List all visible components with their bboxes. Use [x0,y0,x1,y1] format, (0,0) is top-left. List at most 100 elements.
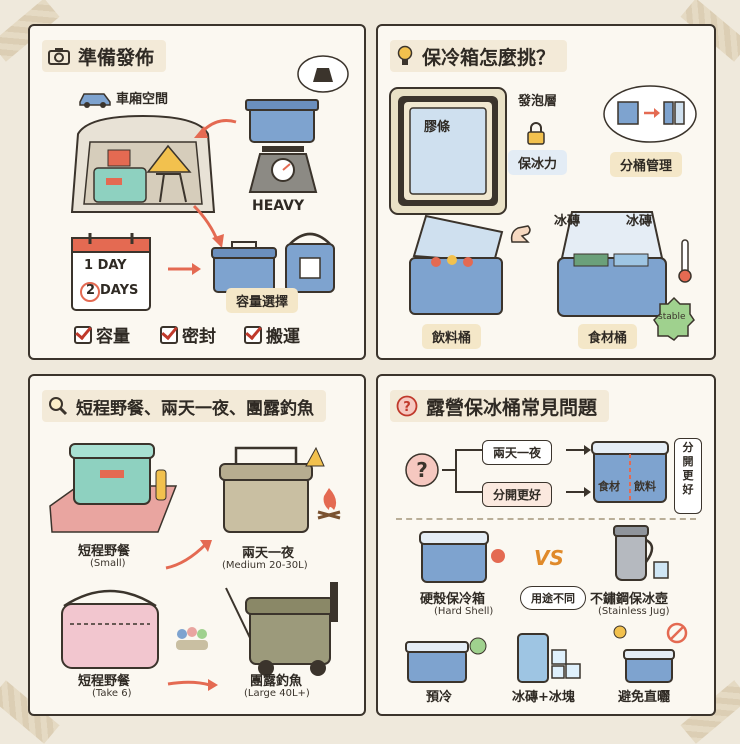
ice-pack-illustration [517,633,581,683]
case-1-name: 短程野餐 [78,544,131,559]
large-cooler-illustration [225,582,338,676]
side-note-label: 分開更好 [682,441,694,496]
panel-preparation: 準備發佈 車廂空間 HEAVY 1 DAY 2 DAYS 容量選擇 容量 密封 … [28,24,366,360]
case-2-name: 兩天一夜 [242,546,295,561]
branch-lines [442,449,482,493]
ice-label-2: 冰磚 [626,214,653,229]
svg-text:?: ? [403,400,411,415]
check-label: 搬運 [266,327,300,347]
campfire-icon [317,488,341,520]
checkbox-seal: 密封 [160,322,216,347]
food-label: 食材桶 [578,324,638,349]
split-label: 分桶管理 [610,152,683,177]
case-4-size: (Large 40L+) [244,688,310,699]
drinks-label: 飲料桶 [422,324,482,349]
calendar-number: 2 [86,283,96,298]
insulation-label: 保冰力 [508,150,568,175]
tip-precool: 預冷 [426,690,453,705]
question-mark-icon: ? [405,453,439,487]
calendar-line-2: DAYS [100,283,139,298]
calendar-icon [71,233,151,311]
arrow-icon [167,679,218,691]
case-3-size: (Take 6) [92,688,132,699]
case-2-size: (Medium 20-30L) [222,560,308,571]
arrow-icon [165,540,212,570]
option-two-days: 兩天一夜 [482,440,553,465]
sun-icon [613,625,627,639]
food-compartment: 食材 [598,480,620,493]
arrow-icon [194,119,237,138]
arrow-right-icon [566,445,591,497]
calendar-line-1: 1 DAY [84,258,127,273]
hand-icon [510,225,531,243]
svg-text:?: ? [416,458,428,482]
tip-ice: 冰磚+冰塊 [512,690,575,705]
tip-avoid-sun: 避免直曬 [618,690,671,705]
case-1-size: (Small) [90,558,126,569]
split-cooler-illustration [591,441,669,503]
magnifier-icon [49,397,68,416]
case-3-name: 短程野餐 [78,674,131,689]
checkbox-icon [74,325,92,344]
capacity-label: 容量選擇 [226,288,299,313]
title-text: 短程野餐、兩天一夜、團露釣魚 [76,398,314,419]
title-text: 準備發佈 [78,46,155,69]
steel-jug-illustration [613,525,669,581]
weight-thought-icon [297,55,349,93]
food-cooler-illustration [557,211,667,317]
drink-cooler-illustration [409,214,504,315]
people-icon [176,627,208,650]
panel-title: ? 露營保冰桶常見問題 [390,390,610,422]
soft-cooler-illustration [61,589,159,669]
lightbulb-icon [397,45,413,65]
lock-icon [527,122,545,145]
panel-title: 保冷箱怎麼挑？ [390,40,568,72]
camera-icon [48,48,70,65]
cooler-tall-illustration [285,232,335,293]
title-text: 保冷箱怎麼挑？ [422,46,556,69]
stable-label: stable [658,312,686,322]
checkbox-carry: 搬運 [244,322,300,347]
question-icon: ? [396,395,418,417]
case-4-name: 團露釣魚 [250,674,303,689]
vs-label: VS [534,546,564,570]
panel-how-to-choose: 保冷箱怎麼挑？ 發泡層 膠條 保冰力 分桶管理 冰磚 冰磚 stable 飲料桶… [376,24,716,360]
check-label: 容量 [96,327,130,347]
gasket-label: 膠條 [424,120,451,135]
check-label: 密封 [182,327,216,347]
title-text: 露營保冰桶常見問題 [426,396,598,419]
ice-label-1: 冰磚 [554,214,581,229]
steel-jug-en: (Stainless Jug) [598,606,670,617]
picnic-cooler-illustration [49,443,178,533]
cooler-small-illustration [211,241,277,293]
hard-shell-illustration [419,531,505,583]
trunk-label: 車廂空間 [116,92,169,107]
thermometer-icon [678,239,692,283]
car-icon [79,93,111,108]
divider [396,518,696,520]
panel-faq: ? 露營保冰桶常見問題 ? 兩天一夜 分開更好 食材 飲料 分開更好 VS 硬殼… [376,374,716,716]
checkbox-icon [160,325,178,344]
different-purpose-label: 用途不同 [520,586,586,610]
hard-shell-label: 硬殼保冷箱 [420,592,486,607]
side-note-box: 分開更好 [674,438,702,514]
drink-compartment: 飲料 [634,480,656,493]
arrow-right-icon [168,263,201,275]
checkbox-capacity: 容量 [74,322,130,347]
option-separate: 分開更好 [482,482,553,507]
medium-cooler-illustration [219,446,325,533]
hard-shell-en: (Hard Shell) [434,606,494,617]
steel-jug-label: 不鏽鋼保冰壺 [590,592,669,607]
car-trunk-illustration [70,114,216,213]
split-bubble-icon [603,85,697,143]
foam-label: 發泡層 [518,94,558,109]
panel-title: 短程野餐、兩天一夜、團露釣魚 [42,390,326,422]
arrow-icon [192,204,224,248]
heavy-label: HEAVY [252,198,305,214]
panel-title: 準備發佈 [42,40,167,72]
shade-cooler-illustration [623,649,675,683]
stable-badge [653,296,695,341]
precool-illustration [405,637,487,683]
no-sun-icon [666,622,688,644]
panel-use-cases: 短程野餐、兩天一夜、團露釣魚 短程野餐 (Small) 兩天一夜 (Medium… [28,374,366,716]
